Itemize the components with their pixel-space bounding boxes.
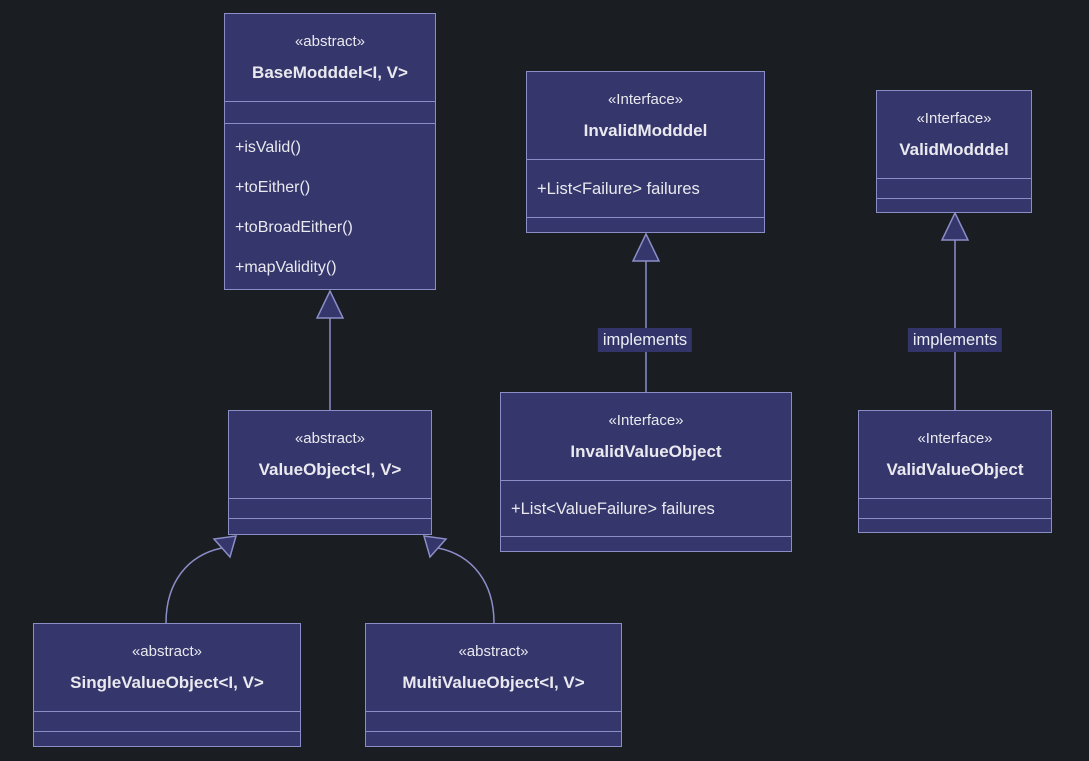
- methods-section: [34, 731, 300, 746]
- class-valid-value-object: «Interface» ValidValueObject: [858, 410, 1052, 533]
- stereotype-label: «Interface»: [608, 411, 684, 429]
- edge-invalidvalueobject-invalidmodddel: [631, 232, 661, 392]
- methods-section: [877, 198, 1031, 212]
- attributes-section: [366, 711, 621, 731]
- attributes-section: [225, 101, 435, 123]
- stereotype-label: «Interface»: [916, 109, 992, 127]
- methods-section: [229, 518, 431, 534]
- class-name: SingleValueObject<I, V>: [70, 672, 264, 692]
- method-item: +isValid(): [235, 139, 301, 156]
- stereotype-label: «Interface»: [917, 429, 993, 447]
- attributes-section: +List<Failure> failures: [527, 159, 764, 217]
- edge-label-implements: implements: [907, 328, 1003, 352]
- class-name: ValueObject<I, V>: [258, 459, 402, 479]
- class-base-modddel: «abstract» BaseModddel<I, V> +isValid() …: [224, 13, 436, 290]
- attributes-section: [34, 711, 300, 731]
- edge-validvalueobject-validmodddel: [940, 211, 970, 410]
- method-item: +toEither(): [235, 179, 311, 196]
- class-title: «abstract» SingleValueObject<I, V>: [34, 624, 300, 711]
- class-name: InvalidModddel: [583, 120, 708, 140]
- inheritance-arrowhead-icon: [631, 232, 661, 262]
- class-title: «Interface» InvalidModddel: [527, 72, 764, 159]
- class-title: «Interface» InvalidValueObject: [501, 393, 791, 480]
- class-invalid-modddel: «Interface» InvalidModddel +List<Failure…: [526, 71, 765, 233]
- class-invalid-value-object: «Interface» InvalidValueObject +List<Val…: [500, 392, 792, 552]
- methods-section: [527, 217, 764, 232]
- methods-section: [366, 731, 621, 746]
- attributes-section: [229, 498, 431, 518]
- stereotype-label: «abstract»: [294, 32, 366, 50]
- edge-valueobject-basemodddel: [315, 289, 345, 410]
- attribute-item: +List<Failure> failures: [537, 179, 700, 198]
- stereotype-label: «abstract»: [131, 642, 203, 660]
- class-title: «abstract» ValueObject<I, V>: [229, 411, 431, 498]
- class-name: MultiValueObject<I, V>: [402, 672, 585, 692]
- edge-multivalueobject-valueobject: [422, 535, 495, 624]
- class-title: «abstract» BaseModddel<I, V>: [225, 14, 435, 101]
- class-name: BaseModddel<I, V>: [252, 62, 408, 82]
- class-title: «abstract» MultiValueObject<I, V>: [366, 624, 621, 711]
- methods-section: [859, 518, 1051, 532]
- inheritance-arrowhead-icon: [422, 535, 448, 559]
- methods-section: [501, 536, 791, 551]
- class-name: ValidModddel: [899, 139, 1009, 159]
- class-single-value-object: «abstract» SingleValueObject<I, V>: [33, 623, 301, 747]
- class-name: ValidValueObject: [886, 459, 1024, 479]
- class-value-object: «abstract» ValueObject<I, V>: [228, 410, 432, 535]
- inheritance-arrowhead-icon: [212, 535, 238, 559]
- inheritance-arrowhead-icon: [315, 289, 345, 319]
- class-valid-modddel: «Interface» ValidModddel: [876, 90, 1032, 213]
- methods-section: +isValid() +toEither() +toBroadEither() …: [225, 123, 435, 289]
- class-title: «Interface» ValidValueObject: [859, 411, 1051, 498]
- class-name: InvalidValueObject: [570, 441, 722, 461]
- attributes-section: [877, 178, 1031, 198]
- attributes-section: [859, 498, 1051, 518]
- class-multi-value-object: «abstract» MultiValueObject<I, V>: [365, 623, 622, 747]
- method-item: +toBroadEither(): [235, 219, 353, 236]
- attribute-item: +List<ValueFailure> failures: [511, 499, 715, 518]
- stereotype-label: «abstract»: [294, 429, 366, 447]
- edge-singlevalueobject-valueobject: [165, 535, 238, 624]
- stereotype-label: «Interface»: [607, 90, 684, 108]
- class-title: «Interface» ValidModddel: [877, 91, 1031, 178]
- inheritance-arrowhead-icon: [940, 211, 970, 241]
- attributes-section: +List<ValueFailure> failures: [501, 480, 791, 536]
- edge-label-implements: implements: [597, 328, 693, 352]
- method-item: +mapValidity(): [235, 259, 337, 276]
- stereotype-label: «abstract»: [458, 642, 529, 660]
